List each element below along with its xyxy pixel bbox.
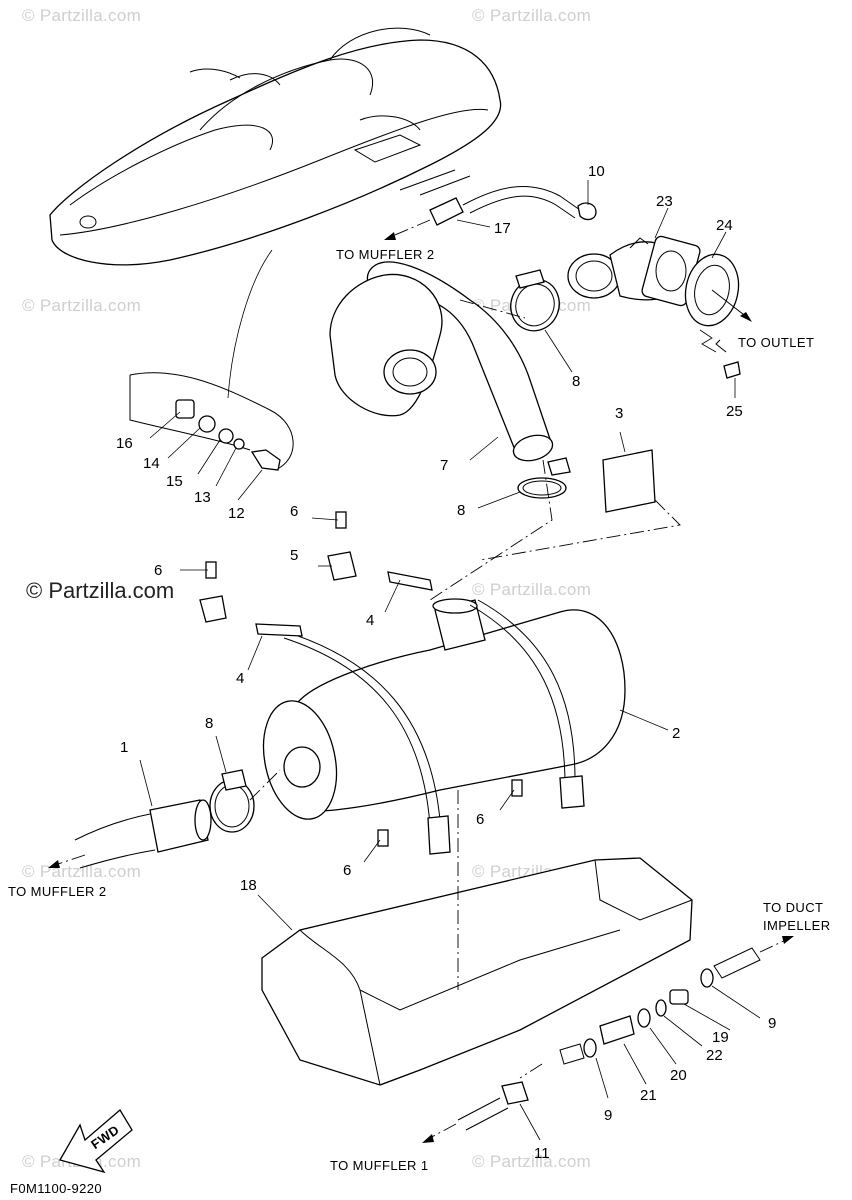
callout-4: 4: [366, 612, 374, 629]
water-line-fittings: [422, 936, 794, 1143]
callout-2: 2: [672, 725, 680, 742]
callout-8: 8: [205, 715, 213, 732]
callout-5: 5: [290, 547, 298, 564]
direction-labels: TO MUFFLER 2 TO MUFFLER 2 TO OUTLET TO D…: [8, 247, 831, 1196]
watermark-large: © Partzilla.com: [26, 578, 175, 603]
label-to-muffler-1: TO MUFFLER 1: [330, 1158, 428, 1173]
callout-21: 21: [640, 1087, 657, 1104]
callout-13: 13: [194, 489, 211, 506]
leader-lines: [139, 180, 761, 1141]
bolt-25: [715, 339, 741, 379]
label-to-muffler-2: TO MUFFLER 2: [8, 884, 106, 899]
label-to-muffler-2: TO MUFFLER 2: [336, 247, 434, 262]
callout-6: 6: [476, 811, 484, 828]
watermark: © Partzilla.com: [22, 6, 142, 25]
callout-12: 12: [228, 505, 245, 522]
hose-clamp-8-top: [510, 269, 560, 332]
callout-24: 24: [716, 217, 733, 234]
callout-3: 3: [615, 405, 623, 422]
callout-20: 20: [670, 1067, 687, 1084]
callout-15: 15: [166, 473, 183, 490]
bracket-lower-left: [199, 595, 227, 623]
label-to-duct: TO DUCT: [763, 900, 823, 915]
screw-6-c: [511, 779, 523, 797]
hose-17: [384, 186, 581, 240]
callout-19: 19: [712, 1029, 729, 1046]
callout-6: 6: [343, 862, 351, 879]
callout-22: 22: [706, 1047, 723, 1064]
diagram-code: F0M1100-9220: [10, 1181, 102, 1196]
callout-8: 8: [457, 502, 465, 519]
gasket-24: [684, 253, 752, 327]
callout-9: 9: [768, 1015, 776, 1032]
callout-16: 16: [116, 435, 133, 452]
watermark: © Partzilla.com: [22, 296, 142, 315]
watercraft-illustration: [49, 27, 502, 266]
outlet-elbow-23: [567, 235, 701, 307]
screw-6-d: [377, 829, 389, 847]
callout-6: 6: [154, 562, 162, 579]
callout-9: 9: [604, 1107, 612, 1124]
hose-fitting-assembly: [129, 372, 294, 471]
label-to-outlet: TO OUTLET: [738, 335, 814, 350]
callout-numbers: 1 2 3 4 4 5 6 6 6 6 7 8 8 8 9 9 10 11 12…: [116, 163, 776, 1162]
watermark: © Partzilla.com: [472, 6, 592, 25]
muffler-2: [255, 571, 626, 855]
callout-14: 14: [143, 455, 160, 472]
bracket-5: [327, 551, 357, 581]
callout-18: 18: [240, 877, 257, 894]
rubber-pad-3: [602, 449, 656, 513]
exhaust-pipe-7: [329, 261, 554, 462]
watermark: © Partzilla.com: [472, 1152, 592, 1171]
hose-clamp-8-mid: [517, 457, 571, 499]
callout-6: 6: [290, 503, 298, 520]
callout-4: 4: [236, 670, 244, 687]
callout-8: 8: [572, 373, 580, 390]
exhaust-joint-1: [48, 799, 212, 869]
watermark: © Partzilla.com: [472, 580, 592, 599]
callout-25: 25: [726, 403, 743, 420]
callout-17: 17: [494, 220, 511, 237]
callout-7: 7: [440, 457, 448, 474]
callout-1: 1: [120, 739, 128, 756]
callout-23: 23: [656, 193, 673, 210]
forward-direction-icon: FWD: [59, 1109, 133, 1174]
callout-10: 10: [588, 163, 605, 180]
hose-clamp-8-lower: [209, 769, 255, 833]
hose-clamp-10: [577, 202, 597, 221]
muffler-tray-18: [261, 857, 693, 1086]
callout-11: 11: [534, 1145, 550, 1162]
label-impeller: IMPELLER: [763, 918, 831, 933]
